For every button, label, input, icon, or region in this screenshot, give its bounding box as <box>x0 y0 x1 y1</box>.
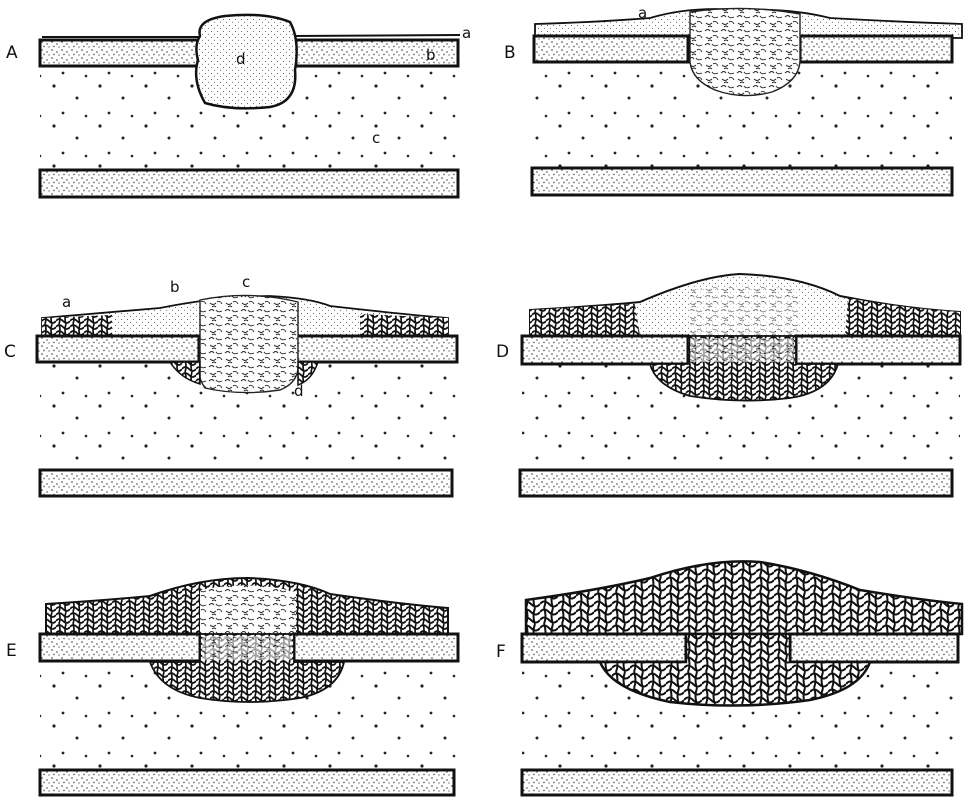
fibrous-callus <box>690 8 800 95</box>
cortical-bone-right <box>800 36 952 62</box>
cortical-bone-right <box>790 634 958 662</box>
fibrous-callus <box>200 585 296 634</box>
label-c-c: c <box>242 273 250 291</box>
cortical-bone-left <box>522 634 686 662</box>
panel-b <box>532 8 962 195</box>
lower-cortical-bone <box>522 770 952 795</box>
panel-label-a: A <box>6 43 18 63</box>
lower-cortical-bone <box>40 170 458 197</box>
panel-a <box>40 15 460 197</box>
cortical-bone-left <box>40 634 200 661</box>
panel-c <box>37 295 458 496</box>
panel-e <box>40 578 458 795</box>
label-b-a: a <box>638 4 647 22</box>
lower-cortical-bone <box>520 470 952 496</box>
fibrous-callus <box>690 286 800 336</box>
panel-label-e: E <box>6 641 17 661</box>
panel-label-b: B <box>504 43 516 63</box>
panel-label-c: C <box>4 342 16 362</box>
lower-cortical-bone <box>532 168 952 195</box>
gap-fill <box>202 636 292 660</box>
panel-label-d: D <box>496 342 509 362</box>
label-a-c: c <box>372 129 380 147</box>
panel-d <box>520 274 960 496</box>
cortical-bone-right <box>297 336 457 362</box>
blood-clot <box>196 15 297 108</box>
cortical-bone-right <box>294 634 458 661</box>
lower-cortical-bone <box>40 470 452 496</box>
label-a-a: a <box>462 24 471 42</box>
dense-callus-left <box>42 315 112 336</box>
fibrous-callus <box>199 295 298 392</box>
dense-callus-right <box>845 298 960 336</box>
panel-f <box>522 561 962 795</box>
periosteal-callus <box>526 561 962 634</box>
lower-cortical-bone <box>40 770 454 795</box>
label-c-b: b <box>170 278 180 296</box>
gap-fill <box>690 338 794 362</box>
label-a-d: d <box>236 50 246 68</box>
cortical-bone-left <box>40 40 198 66</box>
cortical-bone-left <box>534 36 688 62</box>
label-c-a: a <box>62 293 71 311</box>
label-c-d: d <box>294 382 304 400</box>
label-a-b: b <box>426 46 436 64</box>
panel-label-f: F <box>496 642 506 662</box>
cortical-bone-left <box>37 336 199 362</box>
cortical-bone-left <box>522 336 688 364</box>
cortical-bone-right <box>796 336 960 364</box>
surface-membrane <box>292 35 460 36</box>
